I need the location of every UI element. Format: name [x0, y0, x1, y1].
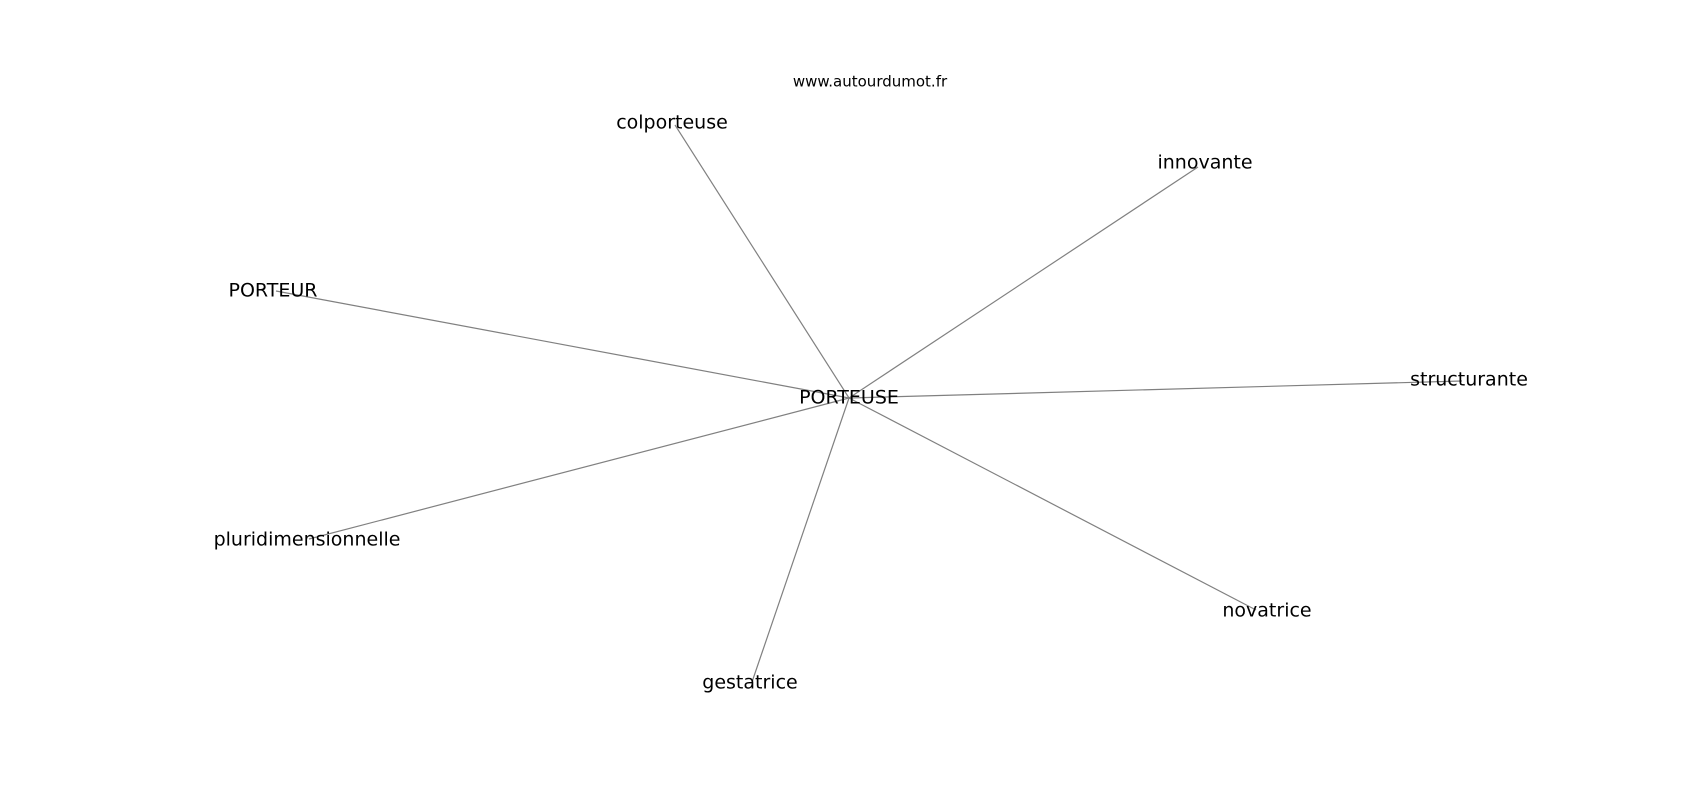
edge-pluridimensionnelle — [308, 397, 850, 540]
edge-colporteuse — [674, 124, 850, 399]
node-label-novatrice[interactable]: novatrice — [1222, 600, 1311, 622]
center-node-label[interactable]: PORTEUSE — [799, 387, 899, 409]
node-label-colporteuse[interactable]: colporteuse — [616, 112, 728, 134]
edge-gestatrice — [751, 397, 850, 683]
edge-porteur — [275, 290, 850, 399]
source-watermark: www.autourdumot.fr — [793, 73, 948, 91]
node-label-gestatrice[interactable]: gestatrice — [702, 672, 797, 694]
node-label-porteur[interactable]: PORTEUR — [229, 280, 318, 302]
node-label-pluridimensionnelle[interactable]: pluridimensionnelle — [214, 529, 401, 551]
edge-novatrice — [848, 397, 1257, 611]
node-label-structurante[interactable]: structurante — [1410, 369, 1528, 391]
node-label-innovante[interactable]: innovante — [1157, 152, 1252, 174]
edge-structurante — [848, 380, 1463, 399]
edge-innovante — [848, 166, 1199, 399]
edges-layer — [275, 124, 1463, 683]
